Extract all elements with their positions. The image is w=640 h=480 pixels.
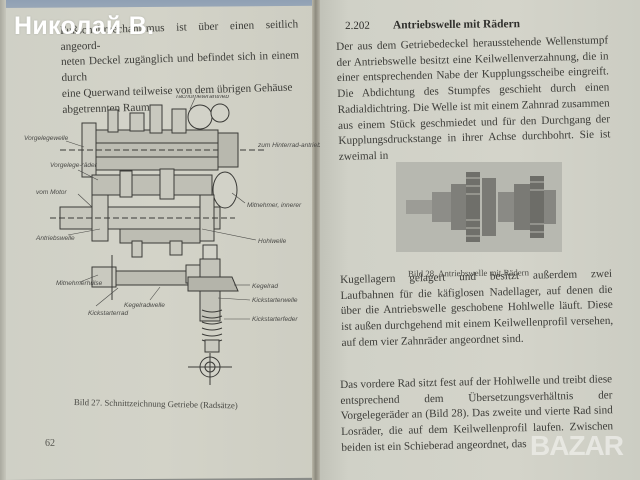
section-title: Antriebswelle mit Rädern	[392, 18, 521, 32]
label-hohlwelle: Hohlwelle	[258, 238, 287, 245]
seller-watermark: Николай В.	[14, 12, 155, 40]
label-vom-motor: vom Motor	[36, 189, 68, 196]
label-antriebswelle: Antriebswelle	[35, 235, 75, 242]
label-tachometerantrieb: Tachometerantrieb	[175, 95, 229, 100]
label-kickstarterrad: Kickstarterrad	[88, 310, 128, 317]
book-gutter	[312, 0, 320, 480]
label-kickstarterwelle: Kickstarterwelle	[252, 297, 298, 304]
label-mitnehmerhuelse: Mitnehmerhülse	[56, 280, 103, 287]
gearbox-cross-section-diagram: Tachometerantrieb Vorgelegewelle Vorgele…	[24, 95, 320, 385]
label-kegelradwelle: Kegelradwelle	[124, 302, 165, 309]
figure-28-photo	[396, 162, 562, 252]
page-edge	[0, 0, 6, 480]
label-kegelrad: Kegelrad	[252, 283, 278, 290]
label-hinterradantrieb: zum Hinterrad-antrieb	[257, 142, 320, 149]
page-number: 62	[45, 438, 55, 449]
label-kickstarterfeder: Kickstarterfeder	[252, 316, 298, 323]
label-vorgelegewelle: Vorgelegewelle	[24, 135, 69, 142]
label-vorgelegeraeder: Vorgelege-räder	[50, 162, 98, 169]
gear-shaft-photo-icon	[396, 162, 562, 252]
label-mitnehmer: Mitnehmer, innerer	[247, 202, 302, 209]
paragraph-1: Der aus dem Getriebedeckel herausstehend…	[336, 34, 611, 163]
section-number: 2.202	[345, 19, 370, 32]
paragraph-2: Kugellagern gelagert und besitzt außerde…	[340, 267, 614, 349]
bazar-logo: BAZAR	[530, 430, 624, 461]
